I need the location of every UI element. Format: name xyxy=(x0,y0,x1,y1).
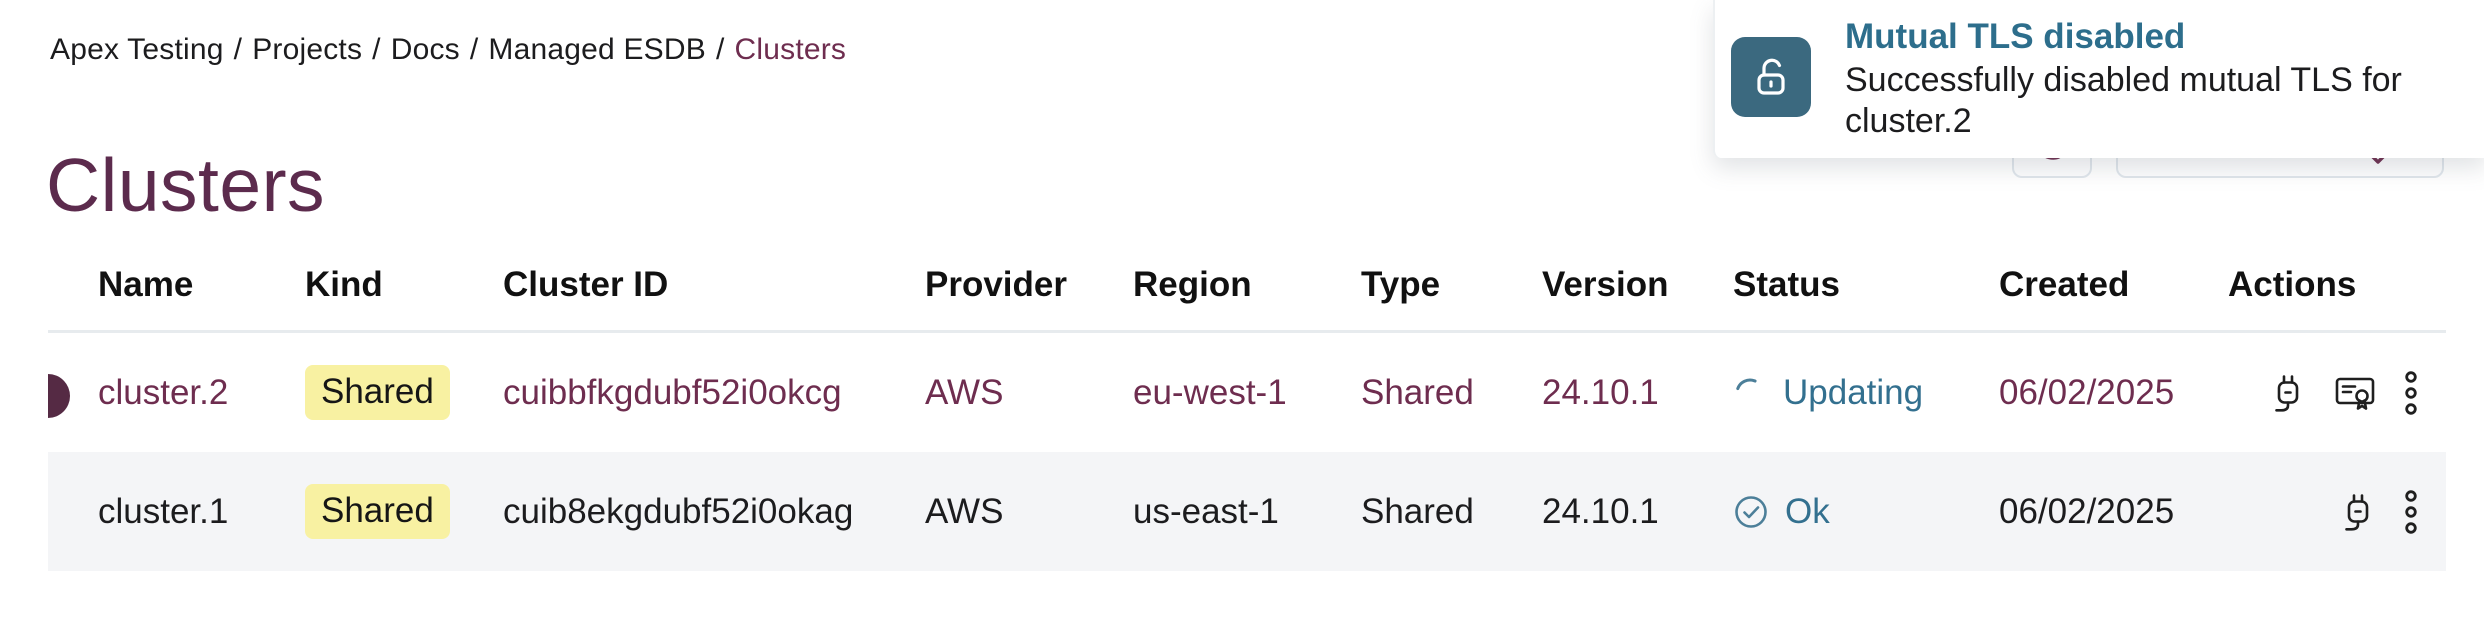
connect-button[interactable] xyxy=(2338,492,2378,532)
breadcrumb: Apex Testing / Projects / Docs / Managed ESDB /… xyxy=(50,33,846,67)
column-header-cluster-id: Cluster ID xyxy=(503,265,669,304)
status-label: Ok xyxy=(1785,491,1830,531)
column-header-name: Name xyxy=(98,265,194,304)
toast-title: Mutual TLS disabled xyxy=(1845,17,2186,56)
column-header-region: Region xyxy=(1133,265,1252,304)
cell-provider: AWS xyxy=(925,491,1004,531)
breadcrumb-item-docs[interactable]: Docs xyxy=(390,33,460,66)
breadcrumb-separator: / xyxy=(372,33,381,66)
breadcrumb-item-managed-esdb[interactable]: Managed ESDB xyxy=(488,33,706,66)
breadcrumb-separator: / xyxy=(233,33,243,66)
cell-version: 24.10.1 xyxy=(1542,372,1659,412)
kebab-menu-icon[interactable] xyxy=(2404,370,2418,416)
table-row-cluster-2[interactable]: cluster.2 Shared cuibbfkgdubf52i0okcg AW… xyxy=(48,333,2446,452)
table-row-cluster-1[interactable]: cluster.1 Shared cuib8ekgdubf52i0okag AW… xyxy=(48,452,2446,571)
certificate-icon xyxy=(2335,377,2375,410)
column-header-created: Created xyxy=(1999,265,2130,304)
breadcrumb-separator: / xyxy=(469,33,479,66)
column-header-kind: Kind xyxy=(305,265,383,304)
kind-badge: Shared xyxy=(305,484,450,539)
column-header-version: Version xyxy=(1542,265,1669,304)
cell-created: 06/02/2025 xyxy=(1999,491,2175,531)
connect-button[interactable] xyxy=(2268,373,2308,413)
breadcrumb-item-clusters: Clusters xyxy=(734,33,847,66)
circle-check-icon xyxy=(1735,495,1767,528)
unlock-icon xyxy=(1757,58,1785,95)
toast-icon-box xyxy=(1731,37,1811,117)
spinner-icon xyxy=(1735,378,1765,407)
column-header-actions: Actions xyxy=(2228,265,2357,304)
cell-region: eu-west-1 xyxy=(1133,372,1287,412)
status-label: Updating xyxy=(1783,372,1924,412)
cell-cluster-id: cuib8ekgdubf52i0okag xyxy=(503,491,854,531)
cell-provider: AWS xyxy=(925,372,1004,412)
cell-type: Shared xyxy=(1361,491,1474,531)
table-header-row: Name Kind Cluster ID Provider Region Typ… xyxy=(48,240,2446,333)
row-highlight-marker xyxy=(48,374,70,418)
column-header-type: Type xyxy=(1361,265,1441,304)
certificate-button[interactable] xyxy=(2334,373,2378,413)
toast-notification: Mutual TLS disabled Successfully disable… xyxy=(1713,0,2484,158)
clusters-table: Name Kind Cluster ID Provider Region Typ… xyxy=(48,240,2446,571)
cell-cluster-id: cuibbfkgdubf52i0okcg xyxy=(503,372,842,412)
toast-message: Successfully disabled mutual TLS for clu… xyxy=(1845,61,2402,140)
breadcrumb-item-apex-testing[interactable]: Apex Testing xyxy=(50,33,224,66)
cell-region: us-east-1 xyxy=(1133,491,1279,531)
column-header-provider: Provider xyxy=(925,265,1067,304)
kebab-menu-icon[interactable] xyxy=(2404,489,2418,535)
column-header-status: Status xyxy=(1733,265,1840,304)
page-title: Clusters xyxy=(46,143,326,228)
breadcrumb-separator: / xyxy=(715,33,725,66)
plug-icon xyxy=(2345,493,2369,531)
plug-icon xyxy=(2275,374,2299,412)
cell-name[interactable]: cluster.1 xyxy=(98,491,229,531)
cell-name[interactable]: cluster.2 xyxy=(98,372,229,412)
breadcrumb-item-projects[interactable]: Projects xyxy=(252,33,363,66)
kind-badge: Shared xyxy=(305,365,450,420)
cell-version: 24.10.1 xyxy=(1542,491,1659,531)
cell-type: Shared xyxy=(1361,372,1474,412)
cell-created: 06/02/2025 xyxy=(1999,372,2175,412)
